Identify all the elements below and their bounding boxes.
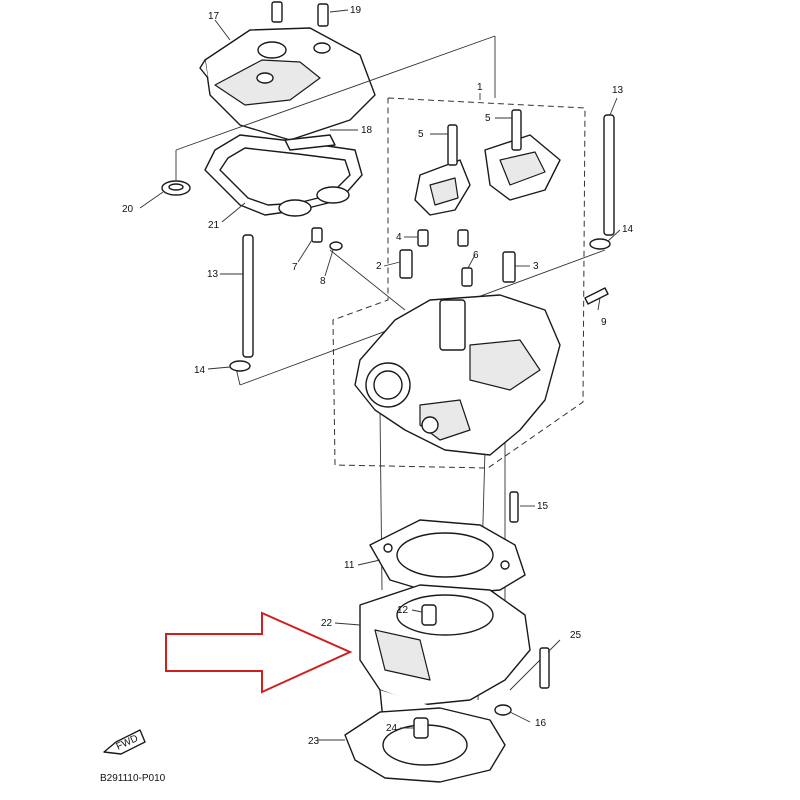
- cover-bolt-left[interactable]: [271, 1, 283, 23]
- callout-9: 9: [601, 317, 607, 328]
- callout-2: 2: [376, 261, 382, 272]
- callout-1: 1: [477, 82, 483, 93]
- callout-25: 25: [570, 630, 582, 641]
- highlight-arrow: [165, 611, 353, 694]
- callout-11: 11: [344, 560, 355, 571]
- callout-15: 15: [537, 501, 549, 512]
- callout-numbers: 17 19 1 18 20 21 5 5 13 14 4 2 6 3 7 8 1…: [122, 5, 634, 747]
- callout-22: 22: [321, 618, 333, 629]
- washer-14-right[interactable]: [589, 238, 611, 250]
- cylinder-head[interactable]: [354, 294, 561, 456]
- callout-6: 6: [473, 250, 479, 261]
- callout-3: 3: [533, 261, 539, 272]
- callout-12: 12: [397, 605, 409, 616]
- grommet[interactable]: [161, 180, 191, 196]
- cover-bolt-right[interactable]: [317, 3, 329, 27]
- callout-24: 24: [386, 723, 398, 734]
- head-bolt-13-right[interactable]: [603, 114, 615, 236]
- callout-8: 8: [320, 276, 326, 287]
- dowel-24[interactable]: [413, 717, 429, 739]
- head-gasket[interactable]: [369, 519, 526, 596]
- cylinder-head-group-outline: [332, 97, 586, 469]
- callout-13-left: 13: [207, 269, 219, 280]
- callout-23: 23: [308, 736, 320, 747]
- callout-leaders: [139, 9, 621, 741]
- callout-4: 4: [396, 232, 402, 243]
- nut-16[interactable]: [494, 704, 512, 716]
- fwd-arrow-icon: FWD: [103, 729, 146, 755]
- cam-bolt-a[interactable]: [447, 124, 458, 166]
- dowel-12[interactable]: [421, 604, 437, 626]
- callout-18: 18: [361, 125, 373, 136]
- callout-14-left: 14: [194, 365, 206, 376]
- washer-14-left[interactable]: [229, 360, 251, 372]
- callout-19: 19: [350, 5, 362, 16]
- bolt-25[interactable]: [539, 647, 550, 689]
- cam-bolt-b[interactable]: [511, 109, 522, 151]
- camshaft-cap-assembly[interactable]: [414, 134, 561, 216]
- callout-17: 17: [208, 11, 220, 22]
- stud-2[interactable]: [399, 249, 413, 279]
- washer-8[interactable]: [329, 241, 343, 251]
- base-gasket[interactable]: [344, 707, 506, 783]
- stud-3[interactable]: [502, 251, 516, 283]
- stud-15[interactable]: [509, 491, 519, 523]
- callout-5-right: 5: [485, 113, 491, 124]
- callout-7: 7: [292, 262, 298, 273]
- bolt-7[interactable]: [311, 227, 323, 243]
- diagram-code: B291110-P010: [100, 773, 166, 784]
- cover-plate[interactable]: [284, 134, 336, 151]
- stud-6[interactable]: [461, 267, 473, 287]
- callout-5-left: 5: [418, 129, 424, 140]
- stud-9[interactable]: [584, 287, 609, 305]
- callout-21: 21: [208, 220, 220, 231]
- callout-20: 20: [122, 204, 134, 215]
- valve-cover[interactable]: [199, 27, 376, 141]
- callout-14-right: 14: [622, 224, 634, 235]
- callout-13-right: 13: [612, 85, 624, 96]
- dowel-pin[interactable]: [417, 229, 469, 247]
- valve-cover-gasket[interactable]: [204, 134, 363, 217]
- callout-16: 16: [535, 718, 547, 729]
- head-bolt-13-left[interactable]: [242, 234, 254, 358]
